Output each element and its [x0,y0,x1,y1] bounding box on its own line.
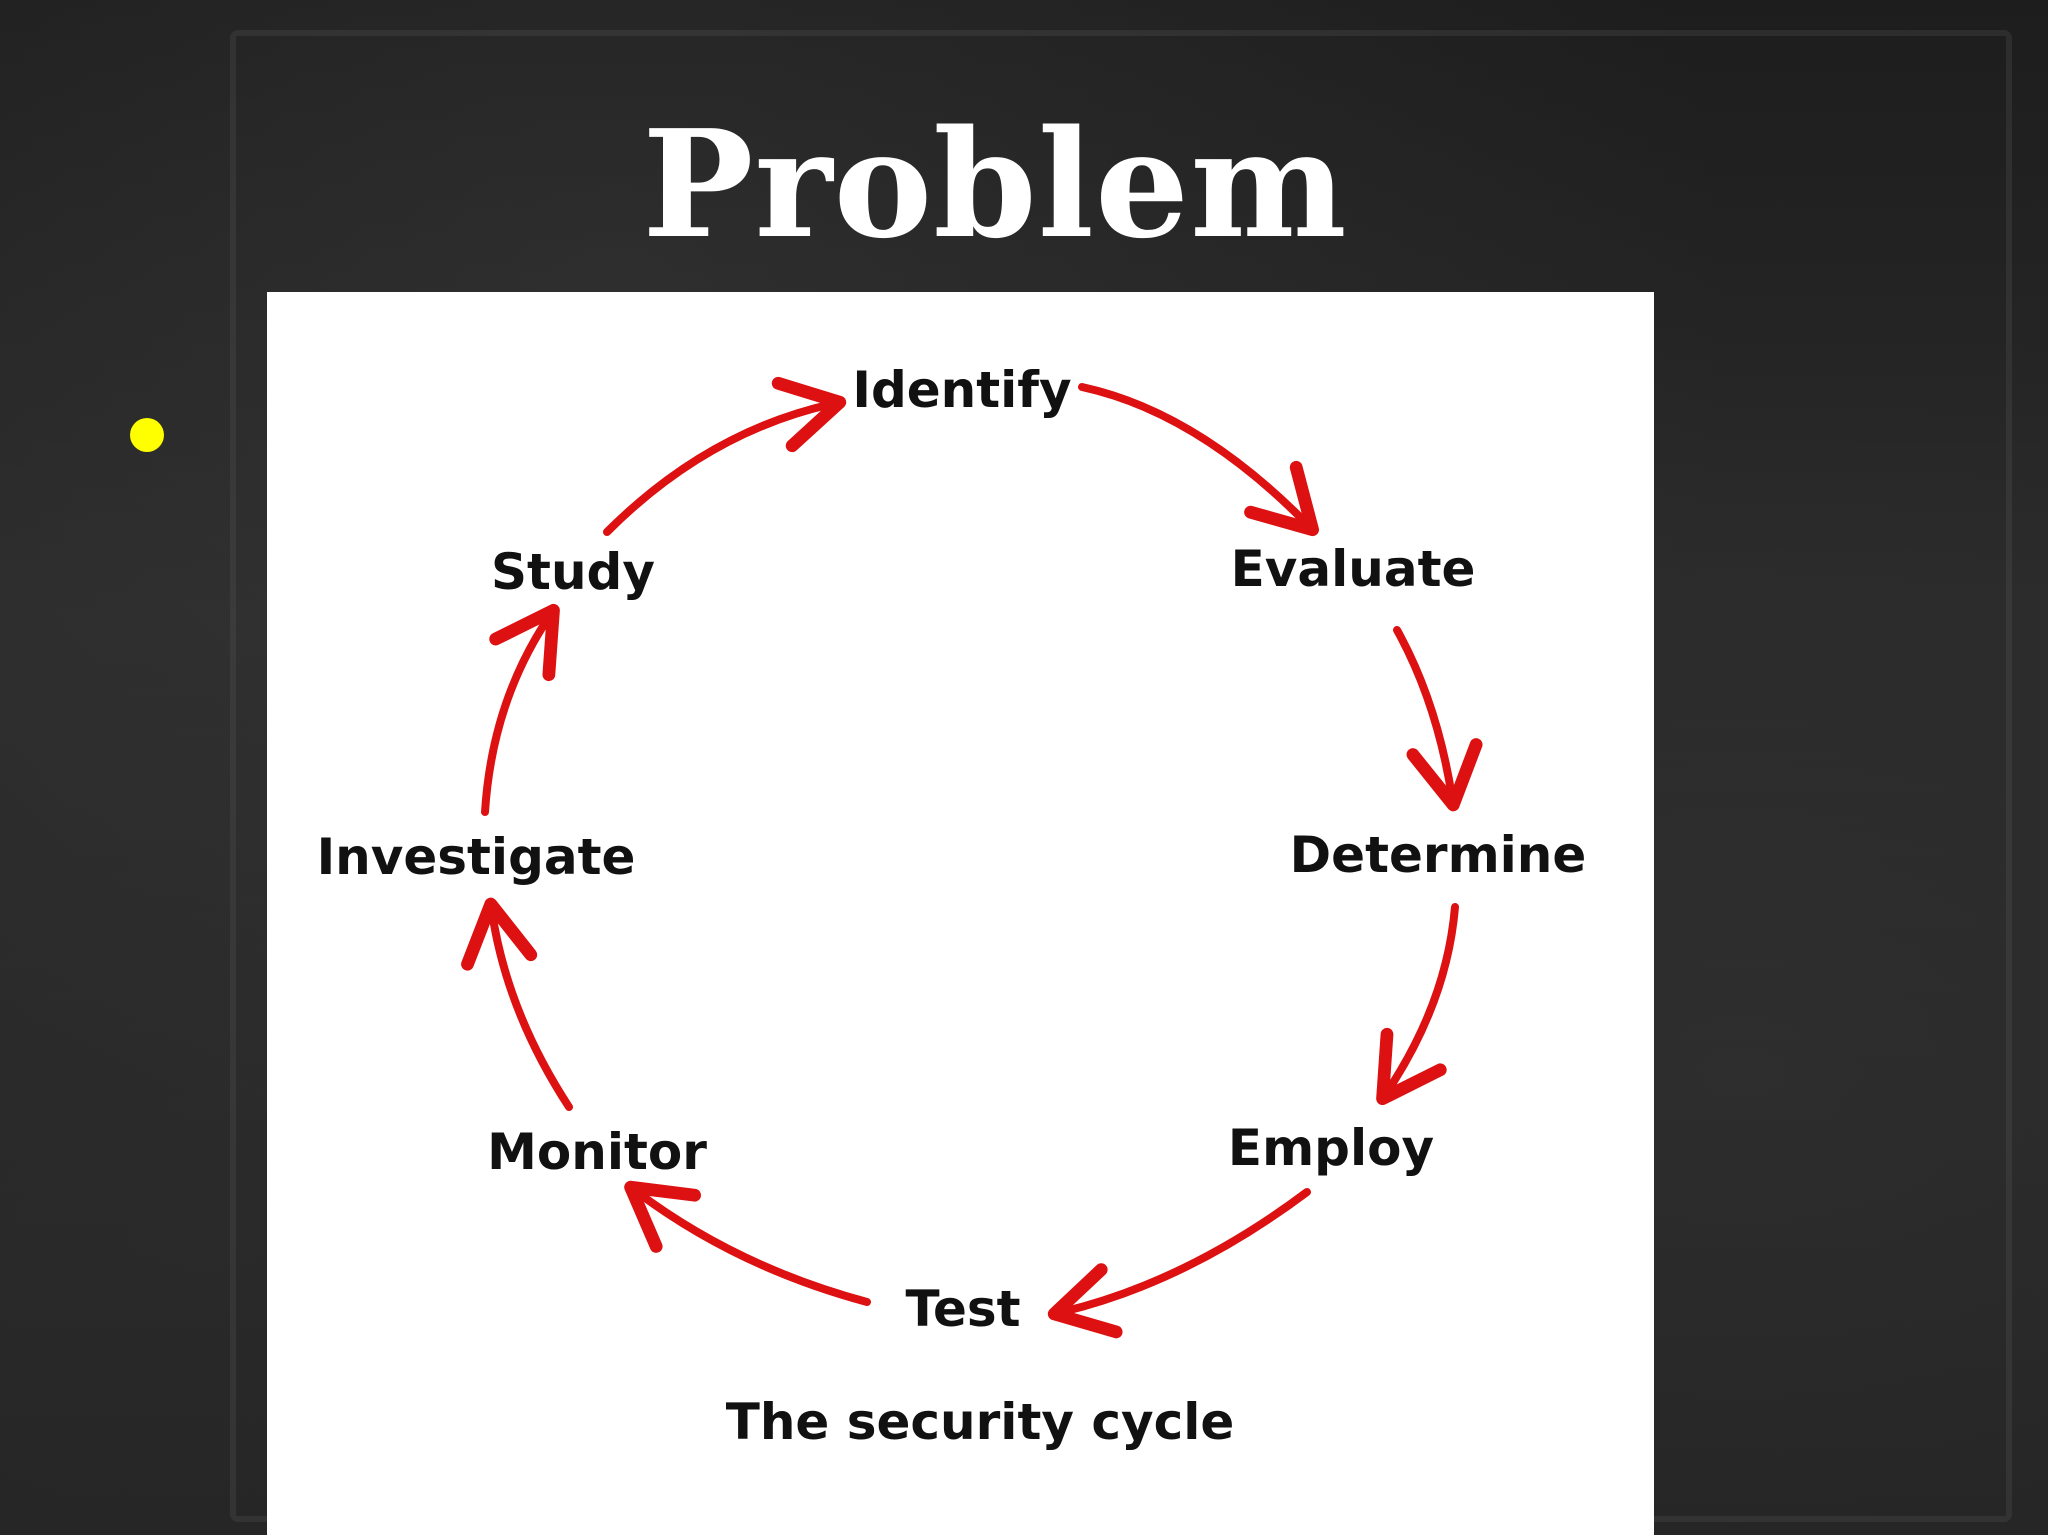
node-test: Test [905,1280,1021,1338]
node-evaluate: Evaluate [1230,540,1476,598]
node-investigate: Investigate [316,828,636,886]
arrow-employ-to-test [1047,1188,1311,1339]
arrow-study-to-identify [603,376,847,536]
arrow-test-to-monitor [624,1180,871,1306]
arrow-identify-to-evaluate [1078,383,1320,537]
node-monitor: Monitor [487,1123,707,1181]
node-employ: Employ [1227,1119,1435,1177]
node-determine: Determine [1289,826,1587,884]
node-study: Study [491,543,655,601]
arrow-determine-to-employ [1376,903,1459,1106]
slide-title: Problem [642,97,1348,271]
figure-caption: The security cycle [725,1393,1235,1451]
arrow-investigate-to-study [481,603,560,816]
security-cycle-figure: Identify Evaluate Determine Employ Test … [267,292,1654,1535]
bullet-point-icon [130,418,164,452]
cycle-arrows [461,376,1483,1339]
node-identify: Identify [852,361,1072,419]
arrow-evaluate-to-determine [1393,626,1483,812]
arrow-monitor-to-investigate [461,897,573,1111]
